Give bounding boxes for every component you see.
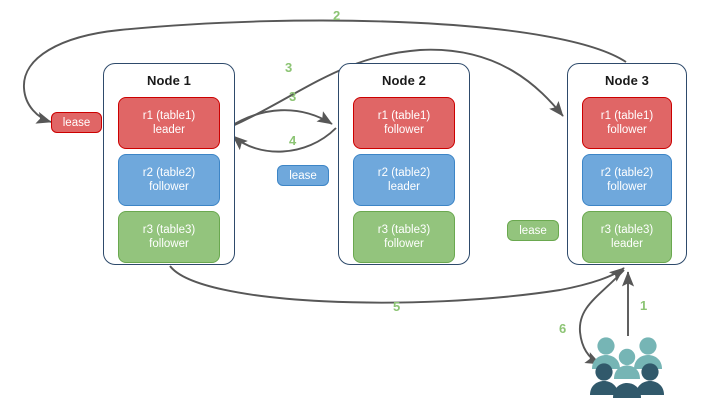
replica-role: leader xyxy=(388,181,420,193)
edge-label-1: 1 xyxy=(640,298,648,313)
replica-node2-r1[interactable]: r1 (table1) follower xyxy=(353,97,455,149)
replica-role: follower xyxy=(607,124,647,136)
edge-label-3-upper: 3 xyxy=(285,60,293,75)
replica-role: follower xyxy=(384,124,424,136)
edge-5-path xyxy=(169,265,625,304)
replica-node3-r3[interactable]: r3 (table3) leader xyxy=(582,211,672,263)
replica-name: r2 (table2) xyxy=(142,167,196,179)
edge-4-path xyxy=(232,127,337,153)
replica-role: follower xyxy=(149,181,189,193)
replica-node1-r1[interactable]: r1 (table1) leader xyxy=(118,97,220,149)
lease-label: lease xyxy=(519,224,547,237)
edge-label-3-lower: 3 xyxy=(289,89,297,104)
node-title: Node 1 xyxy=(147,73,191,88)
replica-role: follower xyxy=(149,238,189,250)
users-icon[interactable] xyxy=(589,336,665,398)
node-box-node3[interactable]: Node 3 r1 (table1) follower r2 (table2) … xyxy=(567,63,687,265)
edge-label-5: 5 xyxy=(393,299,401,314)
lease-badge-red[interactable]: lease xyxy=(51,112,102,133)
lease-label: lease xyxy=(289,169,317,182)
replica-name: r1 (table1) xyxy=(600,110,654,122)
replica-node2-r2[interactable]: r2 (table2) leader xyxy=(353,154,455,206)
replica-name: r2 (table2) xyxy=(600,167,654,179)
replica-role: follower xyxy=(607,181,647,193)
replica-node1-r3[interactable]: r3 (table3) follower xyxy=(118,211,220,263)
replica-node3-r2[interactable]: r2 (table2) follower xyxy=(582,154,672,206)
node-title: Node 3 xyxy=(605,73,649,88)
node-box-node1[interactable]: Node 1 r1 (table1) leader r2 (table2) fo… xyxy=(103,63,235,265)
replica-role: leader xyxy=(153,124,185,136)
lease-badge-blue[interactable]: lease xyxy=(277,165,329,186)
lease-label: lease xyxy=(62,116,91,129)
replica-name: r3 (table3) xyxy=(600,224,654,236)
edge-3-lower-path xyxy=(227,109,333,129)
replica-node1-r2[interactable]: r2 (table2) follower xyxy=(118,154,220,206)
lease-badge-green[interactable]: lease xyxy=(507,220,559,241)
replica-name: r1 (table1) xyxy=(142,110,196,122)
replica-name: r1 (table1) xyxy=(377,110,431,122)
node-title: Node 2 xyxy=(382,73,426,88)
replica-role: leader xyxy=(611,238,643,250)
node-box-node2[interactable]: Node 2 r1 (table1) follower r2 (table2) … xyxy=(338,63,470,265)
edge-label-2: 2 xyxy=(333,8,341,23)
replica-name: r2 (table2) xyxy=(377,167,431,179)
replica-name: r3 (table3) xyxy=(377,224,431,236)
edge-label-4: 4 xyxy=(289,133,297,148)
replica-node3-r1[interactable]: r1 (table1) follower xyxy=(582,97,672,149)
replica-role: follower xyxy=(384,238,424,250)
edge-label-6: 6 xyxy=(559,321,567,336)
replica-name: r3 (table3) xyxy=(142,224,196,236)
replica-node2-r3[interactable]: r3 (table3) follower xyxy=(353,211,455,263)
